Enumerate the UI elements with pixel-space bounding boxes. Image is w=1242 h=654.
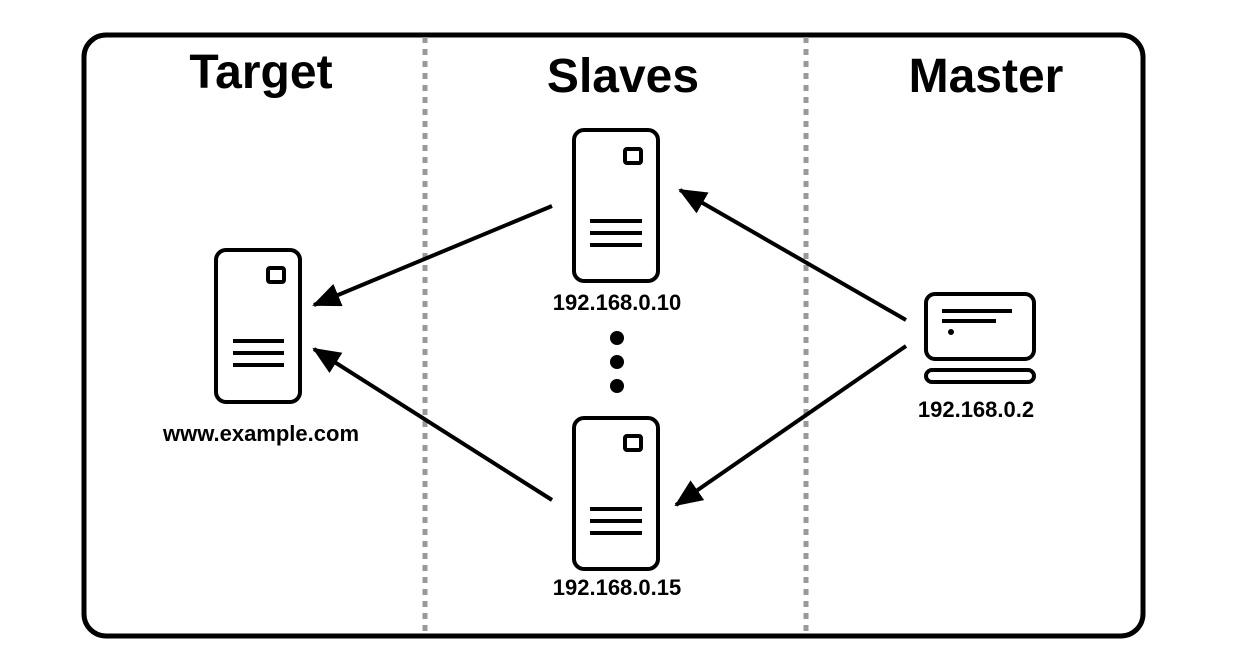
slave-bottom-label: 192.168.0.15 <box>553 575 681 600</box>
target-label: www.example.com <box>162 421 359 446</box>
arrow-slave-top-to-target <box>312 204 553 307</box>
master-label: 192.168.0.2 <box>918 397 1034 422</box>
vertical-ellipsis-icon <box>610 331 624 393</box>
arrow-slave-bottom-to-target <box>312 347 554 502</box>
column-title-slaves: Slaves <box>547 50 699 103</box>
slave-top-label: 192.168.0.10 <box>553 290 681 315</box>
slave-top-server-icon <box>572 128 660 283</box>
arrow-master-to-slave-bottom <box>674 344 908 507</box>
column-title-target: Target <box>189 46 332 99</box>
target-server-icon <box>214 248 302 404</box>
master-laptop-icon <box>924 292 1036 384</box>
column-title-master: Master <box>909 50 1064 103</box>
diagram-frame <box>81 32 1146 639</box>
arrow-master-to-slave-top <box>678 188 907 322</box>
slave-bottom-server-icon <box>572 416 660 571</box>
